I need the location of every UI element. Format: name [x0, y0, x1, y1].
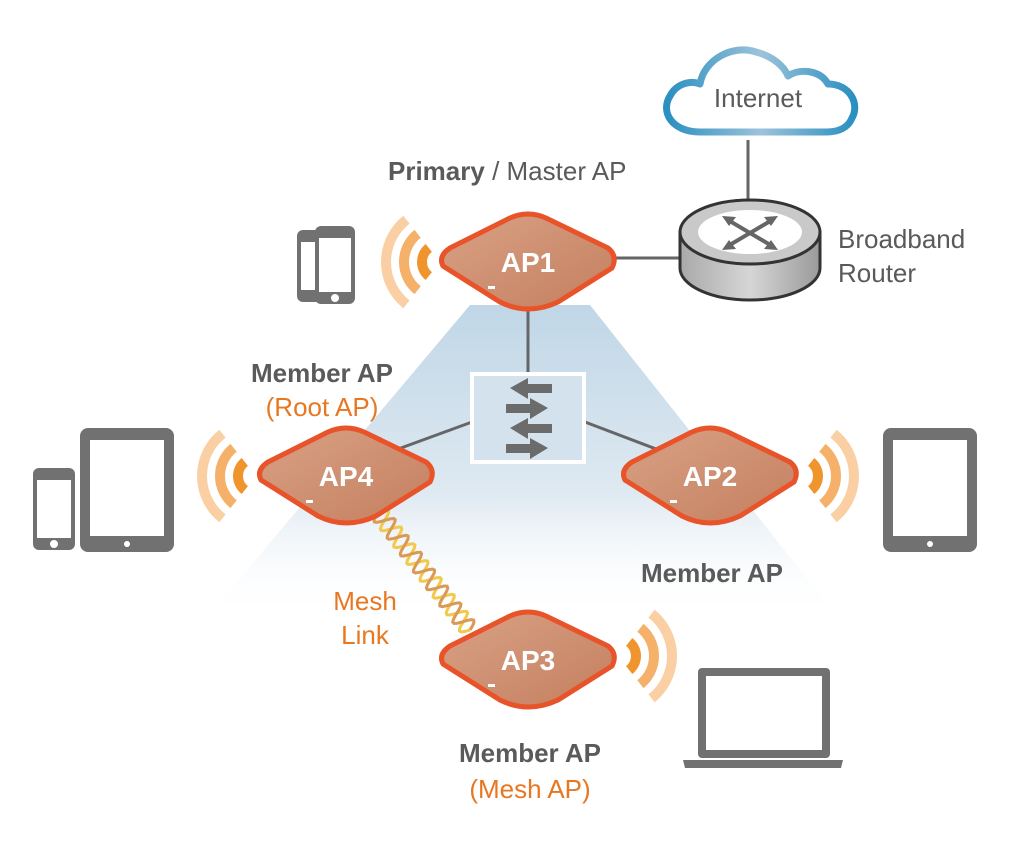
access-point-ap1: AP1: [439, 211, 617, 312]
ap-label: AP2: [683, 461, 737, 492]
wifi-signal-ap2-icon: [807, 429, 859, 523]
wave-arc: [637, 623, 659, 689]
ap-led-indicator: [488, 684, 495, 687]
primary-master-label: Primary / Master AP: [388, 156, 626, 186]
ap-body: [621, 425, 799, 526]
broadband-router-icon: [678, 198, 822, 302]
ap4-role-label: Member AP: [251, 358, 393, 388]
internet-label: Internet: [714, 83, 803, 113]
ap3-sub-label: (Mesh AP): [469, 774, 590, 804]
ap-label: AP1: [501, 247, 555, 278]
wave-arc: [197, 429, 226, 523]
wave-arc: [625, 637, 641, 675]
mesh-link-label-line1: Mesh: [333, 586, 397, 616]
smartphones-icon: [297, 226, 355, 304]
router-label-line1: Broadband: [838, 224, 965, 254]
wave-arc: [381, 215, 410, 309]
wave-arc: [819, 443, 841, 509]
access-point-ap3: AP3: [439, 609, 617, 710]
wave-arc: [215, 443, 237, 509]
router-label-line2: Router: [838, 258, 916, 288]
wave-arc: [648, 609, 677, 703]
internet-cloud-icon: Internet: [663, 46, 859, 136]
tablet-icon-left: [80, 428, 174, 552]
ap-led-indicator: [670, 500, 677, 503]
access-point-ap2: AP2: [621, 425, 799, 526]
ap-body: [439, 211, 617, 312]
wave-arc: [233, 457, 249, 495]
wifi-signal-ap4-icon: [197, 429, 249, 523]
ap-led-indicator: [306, 500, 313, 503]
link-switch-ap2: [584, 420, 665, 454]
wave-arc: [417, 243, 433, 281]
ap3-role-label: Member AP: [459, 738, 601, 768]
wired-links: [389, 140, 750, 454]
wave-arc: [807, 457, 823, 495]
ap4-sub-label: (Root AP): [266, 392, 379, 422]
wave-arc: [830, 429, 859, 523]
mesh-link: [372, 508, 476, 634]
primary-label-bold: Primary: [388, 156, 485, 186]
ap-label: AP4: [319, 461, 374, 492]
wave-arc: [399, 229, 421, 295]
mesh-link-label-line2: Link: [341, 620, 390, 650]
ap-body: [439, 609, 617, 710]
smartphone-icon: [33, 468, 75, 550]
link-switch-ap4: [389, 420, 473, 454]
laptop-icon: [683, 668, 843, 768]
wifi-signal-ap3-icon: [625, 609, 677, 703]
tablet-icon-right: [883, 428, 977, 552]
ap-label: AP3: [501, 645, 555, 676]
switch-icon: [470, 372, 586, 464]
ap-led-indicator: [488, 286, 495, 289]
access-point-ap4: AP4: [257, 425, 435, 526]
ap2-role-label: Member AP: [641, 558, 783, 588]
primary-label-rest: / Master AP: [485, 156, 627, 186]
wifi-signal-ap1-icon: [381, 215, 433, 309]
ap-body: [257, 425, 435, 526]
